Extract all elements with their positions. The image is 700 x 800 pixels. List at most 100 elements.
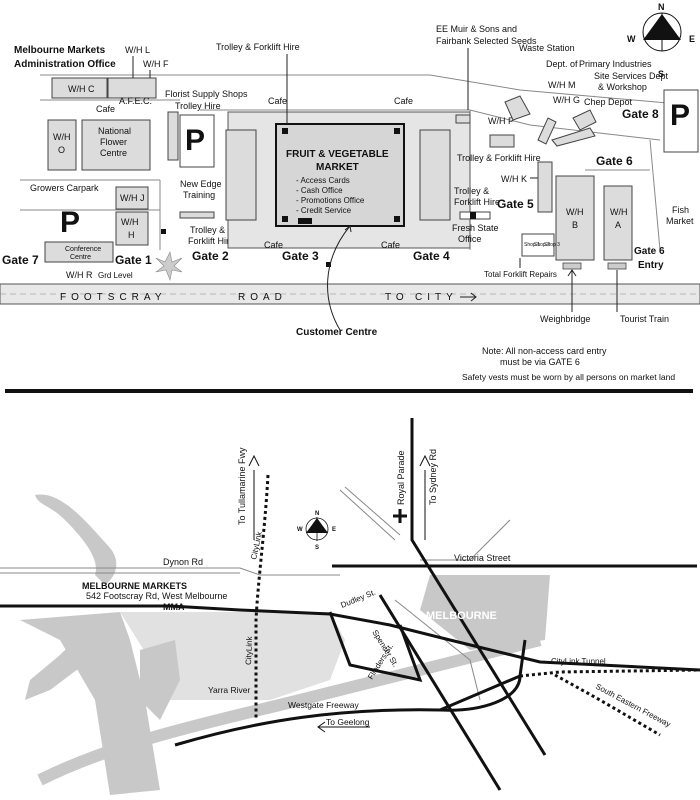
gate-2: Gate 2 — [192, 249, 229, 263]
gate-4: Gate 4 — [413, 249, 450, 263]
gate-7: Gate 7 — [2, 253, 39, 267]
warehouse-g-label: W/H G — [553, 95, 580, 105]
parking-growers-p: P — [60, 206, 80, 239]
conference-line2: Centre — [70, 254, 91, 261]
warehouse-j — [115, 186, 149, 210]
customer-centre-label: Customer Centre — [296, 327, 378, 338]
conference-line1: Conference — [65, 246, 101, 253]
market-entry-marker — [394, 128, 400, 134]
shops — [521, 233, 555, 257]
hospital-cross-icon — [393, 509, 407, 523]
admin-office-subtitle: Administration Office — [14, 59, 116, 70]
parking-east — [663, 89, 699, 153]
warehouse-b-label-2: B — [572, 220, 578, 230]
warehouse-h-label-1: W/H — [121, 217, 139, 227]
chep-depot-label: Chep Depot — [584, 97, 633, 107]
svg-text:W: W — [297, 527, 303, 533]
to-city-arrow — [460, 292, 477, 302]
address-label: 542 Footscray Rd, West Melbourne — [86, 591, 227, 601]
spencer-st-road — [378, 594, 502, 791]
dpi-line1: Dept. of — [546, 59, 578, 69]
sydney-arrowhead — [419, 454, 431, 467]
weighbridge-label: Weighbridge — [540, 314, 590, 324]
warehouse-l-label: W/H L — [125, 45, 150, 55]
fish-market-line1: Fish — [672, 205, 689, 215]
dpi-line2: Primary Industries — [579, 59, 652, 69]
shop-label-3: Shop 3 — [544, 242, 560, 248]
customer-centre-leader — [327, 225, 351, 331]
ee-muir-line2: Fairbank Selected Seeds — [436, 36, 537, 46]
warehouse-lf-pointer — [132, 56, 151, 78]
market-item-1: - Access Cards — [296, 176, 350, 185]
customer-centre-arrowhead — [344, 225, 352, 233]
dudley-st-label: Dudley St. — [339, 588, 377, 610]
fresh-state-line2: Office — [458, 234, 481, 244]
flower-centre-line2: Flower — [100, 137, 127, 147]
tourist-train-stop — [607, 262, 627, 270]
warehouse-o — [47, 119, 77, 171]
citylink-roads — [254, 474, 700, 737]
major-roads — [0, 418, 700, 791]
parking-east-p: P — [670, 99, 690, 132]
waste-station — [504, 95, 531, 121]
warehouse-k-label: W/H K — [501, 174, 527, 184]
growers-carpark-label: Growers Carpark — [30, 183, 99, 193]
trolley-hire-label: Trolley Hire — [175, 101, 221, 111]
svg-text:E: E — [689, 34, 695, 44]
warehouse-r-label: W/H R — [66, 270, 93, 280]
florist-shops — [167, 111, 179, 161]
trolley-forklift-3-label: Trolley & Forklift Hire — [457, 153, 541, 163]
gate-3: Gate 3 — [282, 249, 319, 263]
florist-label: Florist Supply Shops — [165, 89, 248, 99]
yarra-river — [37, 634, 542, 786]
shop-label-1: Shop 1 — [524, 242, 540, 248]
chep-depot — [572, 109, 597, 131]
parking-florist-p: P — [185, 124, 205, 157]
sydney-rd-label: To Sydney Rd — [428, 449, 438, 505]
waste-station-label: Waste Station — [519, 43, 575, 53]
afec-label: A.F.E.C. — [119, 96, 152, 106]
cafe-label-5: Cafe — [381, 240, 400, 250]
cafe-label-3: Cafe — [394, 96, 413, 106]
note-line1: Note: All non-access card entry — [482, 346, 607, 356]
ee-muir-building — [455, 114, 471, 124]
westgate-fwy-label: Westgate Freeway — [288, 700, 359, 710]
spencer-flinders-loop — [328, 611, 423, 683]
westgate-freeway-road — [174, 675, 522, 747]
road-label-city: CITY — [415, 292, 458, 303]
victoria-street-label: Victoria Street — [454, 553, 511, 563]
trolley-forklift-2-l1: Trolley & — [190, 225, 225, 235]
warehouse-g — [551, 127, 596, 147]
svg-text:S: S — [658, 69, 664, 79]
new-edge-building — [179, 211, 215, 219]
compass-icon: N S W E — [297, 511, 336, 551]
warehouse-c-label: W/H C — [68, 84, 95, 94]
customer-centre-marker — [298, 218, 312, 224]
area-map: To Tullamarine Fwy Royal Parade To Sydne… — [0, 418, 700, 795]
warehouse-lf — [107, 77, 157, 99]
gate-8: Gate 8 — [622, 107, 659, 121]
warehouse-a — [603, 185, 633, 261]
tullamarine-label: To Tullamarine Fwy — [237, 447, 247, 525]
market-entry-marker — [282, 216, 288, 222]
warehouse-j-label: W/H J — [120, 193, 145, 203]
parking-florist — [179, 114, 215, 168]
warehouse-h-label-2: H — [128, 230, 135, 240]
trolley-forklift-top-label: Trolley & Forklift Hire — [216, 42, 300, 52]
warehouse-h — [115, 211, 149, 246]
cafe-label-1: Cafe — [96, 104, 115, 114]
road-label-road: ROAD — [238, 292, 287, 303]
gate-1: Gate 1 — [115, 253, 152, 267]
cafe-label-4: Cafe — [264, 240, 283, 250]
site-marker — [161, 229, 166, 234]
fish-market-line2: Market — [666, 216, 694, 226]
melbourne-markets-label: MELBOURNE MARKETS — [82, 581, 187, 591]
warehouse-k — [537, 161, 553, 213]
weighbridge-pointer — [567, 269, 577, 312]
tullamarine-arrowhead — [248, 454, 260, 467]
conference-centre — [44, 241, 114, 263]
svg-text:N: N — [658, 2, 665, 12]
warehouse-a-label-2: A — [615, 220, 621, 230]
market-title-1: FRUIT & VEGETABLE — [286, 149, 389, 160]
